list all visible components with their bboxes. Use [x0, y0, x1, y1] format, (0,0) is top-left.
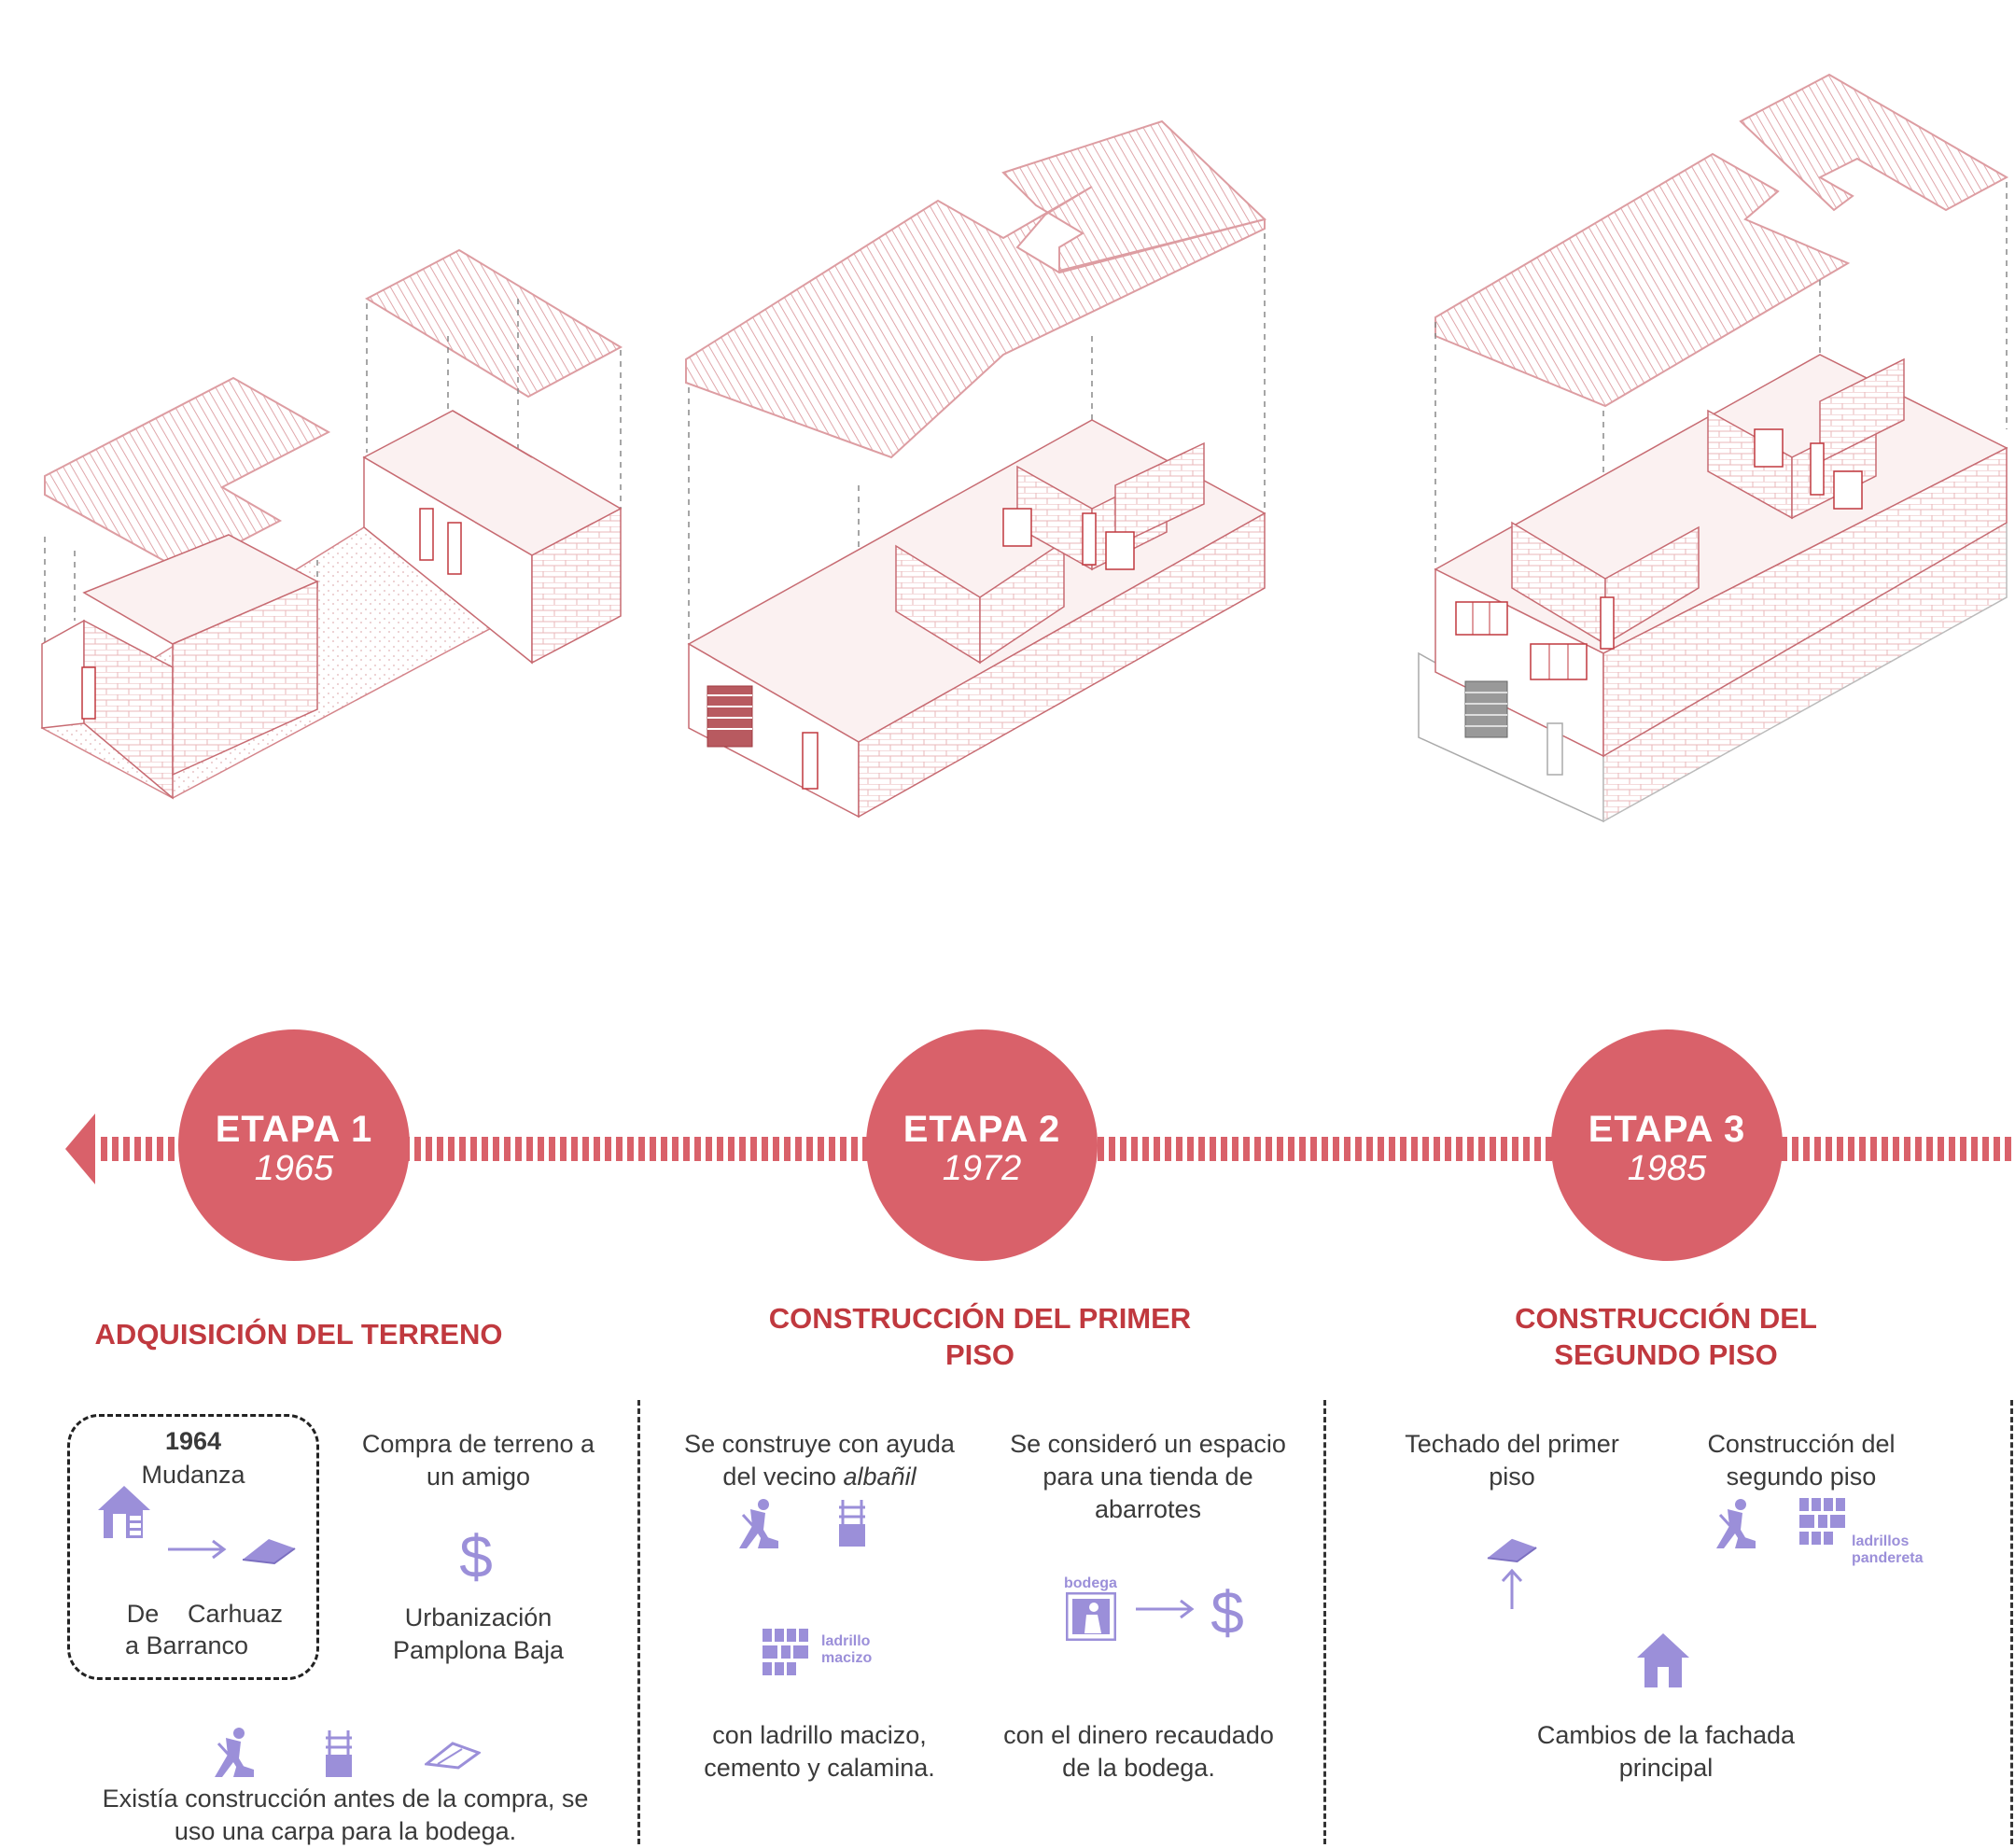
move-label: Mudanza [141, 1461, 245, 1489]
etapa3-circle [1551, 1029, 1783, 1261]
etapa2-label: ETAPA 2 1972 [865, 1109, 1098, 1187]
timeline-arrowhead [65, 1113, 95, 1184]
etapa1-note: Existía construcción antes de la compra,… [102, 1785, 589, 1845]
etapa3-name: ETAPA 3 [1588, 1109, 1746, 1150]
etapa1-year: 1965 [254, 1149, 334, 1188]
move-box [67, 1414, 319, 1680]
etapa1-model [40, 248, 623, 800]
ladrillos-pandereta-tag: ladrillos pandereta [1852, 1533, 1924, 1566]
worker-shovel-icon [1716, 1499, 1756, 1548]
etapa2-model [685, 119, 1267, 819]
section-divider [2010, 1400, 2013, 1844]
svg-text:$: $ [459, 1523, 493, 1589]
etapa2-name: ETAPA 2 [903, 1109, 1061, 1150]
etapa3-model [1418, 73, 2009, 823]
rebar-column-icon [326, 1730, 352, 1777]
etapa2-col1-text-a: Se construye con ayuda del vecino [684, 1430, 955, 1491]
etapa1-name: ETAPA 1 [215, 1109, 373, 1150]
etapa2-col1-bottom: con ladrillo macizo, cemento y calamina. [704, 1721, 935, 1782]
etapa2-roof [685, 186, 1266, 459]
roof-sheet-icon [425, 1742, 481, 1770]
timeline [65, 1029, 2015, 1261]
etapa3-label: ETAPA 3 1985 [1550, 1109, 1784, 1187]
move-to: Carhuaz [187, 1600, 284, 1628]
etapa1-roof-right [364, 248, 623, 399]
house-icon [1637, 1633, 1689, 1687]
etapa3-roof-lower [1434, 152, 1851, 408]
arrow-right-icon [168, 1539, 227, 1560]
etapa2-title: CONSTRUCCIÓN DEL PRIMER PISO [768, 1302, 1192, 1371]
move-line2: a Barranco [125, 1631, 249, 1659]
roof-sheet-icon [242, 1539, 296, 1565]
worker-shovel-icon [215, 1728, 254, 1777]
etapa2-col1-text: Se construye con ayuda del vecino albañi… [670, 1428, 969, 1493]
etapa2-col2-text: Se consideró un espacio para una tienda … [1010, 1430, 1286, 1523]
etapa3-col2-text: Construcción del segundo piso [1707, 1430, 1896, 1491]
isometric-drawings [40, 73, 2009, 823]
house-brick-icon [98, 1486, 150, 1538]
etapa1-circle [178, 1029, 410, 1261]
section-divider [637, 1400, 640, 1844]
etapa3-roof-upper [1739, 73, 2009, 212]
dollar-icon: $ [1210, 1579, 1244, 1645]
purchase-text: Compra de terreno a un amigo [361, 1430, 595, 1491]
facade-text: Cambios de la fachada principal [1536, 1721, 1796, 1782]
etapa2-col2-bottom: con el dinero recaudado de la bodega. [1003, 1721, 1274, 1782]
etapa3-year: 1985 [1627, 1149, 1707, 1188]
svg-text:$: $ [1210, 1579, 1244, 1645]
etapa1-label: ETAPA 1 1965 [177, 1109, 411, 1187]
brick-wall-icon [1799, 1498, 1845, 1545]
etapa3-title: CONSTRUCCIÓN DEL SEGUNDO PISO [1515, 1302, 1817, 1371]
dollar-icon: $ [459, 1523, 493, 1589]
arrow-right-icon [1136, 1599, 1195, 1619]
brick-wall-icon [763, 1629, 808, 1675]
worker-shovel-icon [739, 1499, 778, 1548]
move-year: 1964 [164, 1427, 222, 1455]
arrow-up-icon [1501, 1568, 1523, 1609]
etapa2-year: 1972 [942, 1149, 1022, 1188]
section-divider [1323, 1400, 1326, 1844]
etapa1-roof-left [44, 376, 331, 573]
etapa2-col1-text-em: albañil [843, 1463, 917, 1491]
bodega-shop-icon [1066, 1592, 1116, 1641]
etapa1-title: ADQUISICIÓN DEL TERRENO [94, 1318, 503, 1351]
move-from: De [126, 1600, 160, 1628]
etapa2-circle [866, 1029, 1098, 1261]
roof-sheet-icon [1487, 1538, 1537, 1562]
etapa3-col1-text: Techado del primer piso [1405, 1430, 1619, 1491]
urbanization-text: Urbanización Pamplona Baja [392, 1603, 565, 1664]
bodega-tag: bodega [1064, 1575, 1117, 1591]
rebar-column-icon [839, 1500, 865, 1547]
ladrillo-macizo-tag: ladrillo macizo [821, 1633, 873, 1666]
